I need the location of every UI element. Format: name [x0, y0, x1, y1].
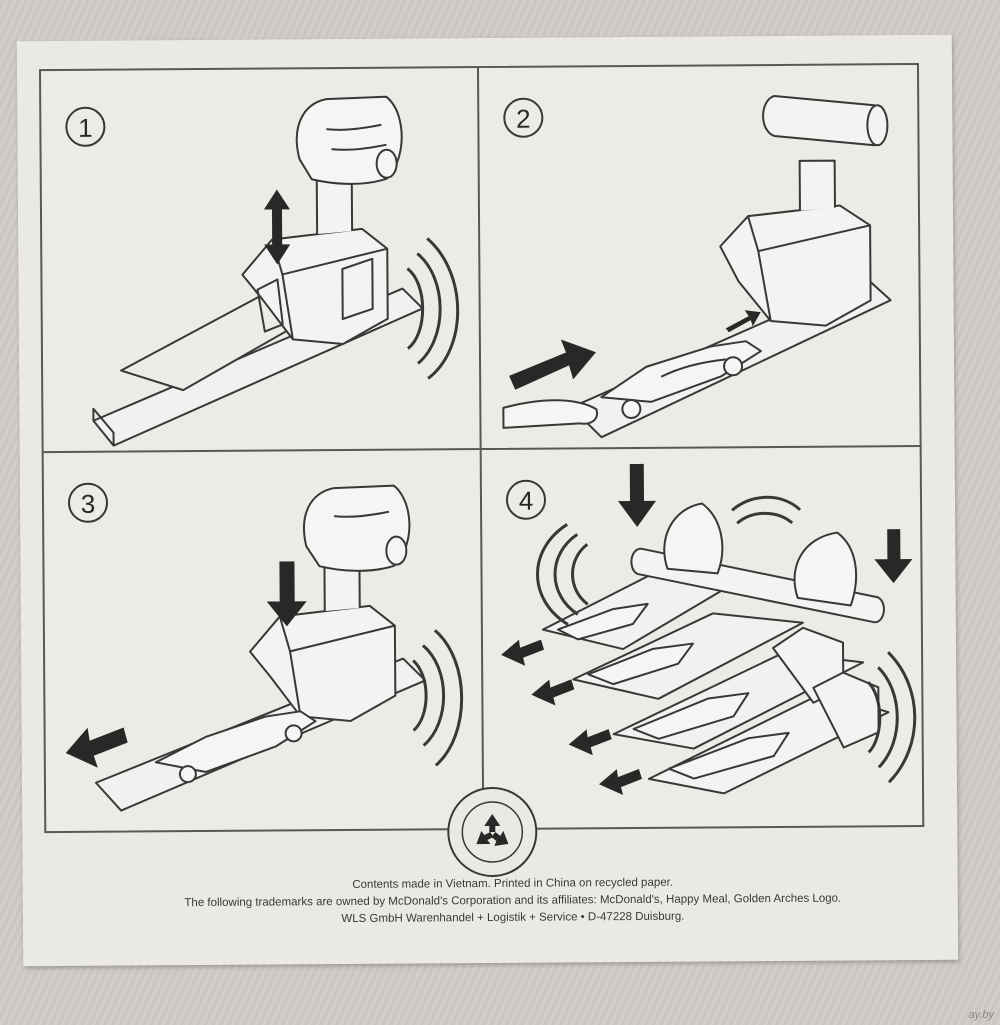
step-2-illustration	[502, 94, 892, 439]
race-car	[154, 710, 317, 773]
sound-waves-top	[731, 495, 802, 525]
race-car	[600, 340, 762, 403]
footer-text: Contents made in Vietnam. Printed in Chi…	[63, 873, 963, 930]
recycle-seal	[447, 786, 538, 877]
launcher-housing	[719, 204, 872, 327]
sound-waves-left	[536, 523, 589, 626]
step-1-panel: 1	[38, 66, 484, 456]
step-4-panel: 4	[479, 444, 925, 831]
step-3-illustration	[65, 484, 464, 812]
launch-arrow-1	[501, 639, 545, 666]
step-1-illustration	[92, 95, 460, 447]
sound-waves	[412, 629, 464, 767]
hand	[295, 95, 403, 185]
push-arrow	[509, 339, 596, 390]
step-2-panel: 2	[476, 62, 922, 453]
sound-waves	[406, 237, 460, 380]
race-car	[556, 602, 649, 641]
sound-waves-right	[867, 651, 917, 784]
launch-arrow	[65, 727, 128, 768]
step-4-illustration	[501, 463, 917, 796]
finger	[502, 399, 599, 429]
hand	[303, 484, 411, 572]
plunger-stem	[798, 159, 836, 211]
launch-arrow-3	[568, 729, 612, 756]
instruction-sheet: 1 2	[16, 34, 959, 967]
up-down-arrow	[263, 189, 291, 265]
down-arrow-right	[874, 529, 913, 584]
launch-arrow-4	[598, 768, 642, 796]
recycle-icon	[476, 813, 509, 846]
plunger-stem	[323, 564, 361, 612]
launcher-housing	[249, 604, 397, 722]
down-arrow	[266, 561, 307, 627]
small-arrow	[725, 310, 761, 333]
watermark: ay.by	[968, 1009, 994, 1021]
race-car	[632, 692, 750, 740]
step-3-panel: 3	[41, 448, 487, 834]
race-car	[667, 731, 790, 780]
down-arrow-left	[618, 463, 657, 527]
right-hand	[793, 531, 858, 607]
left-hand	[663, 502, 724, 575]
plunger-stem	[315, 177, 354, 235]
launch-arrow-2	[531, 679, 575, 706]
race-car	[587, 642, 695, 686]
